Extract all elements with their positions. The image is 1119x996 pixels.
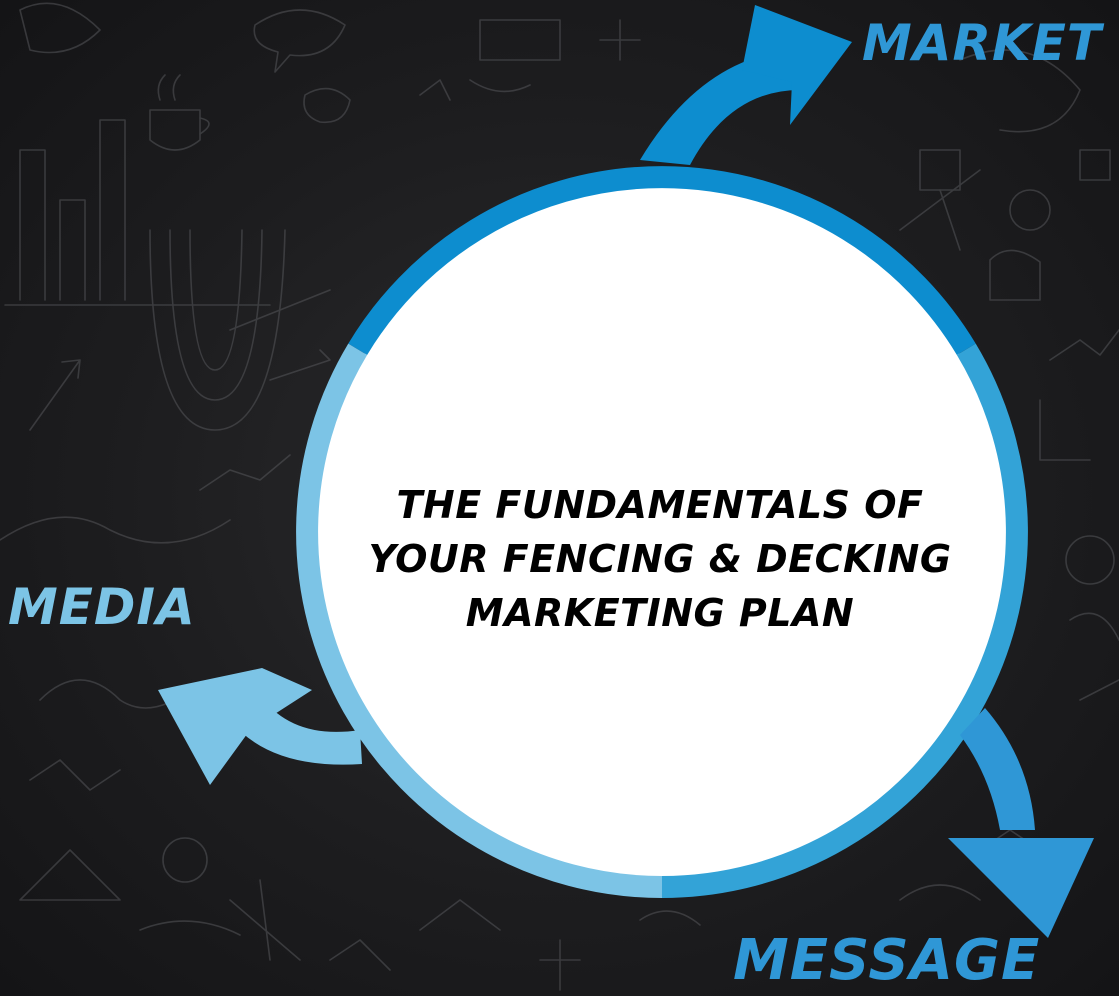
ring-segment-media bbox=[296, 343, 663, 898]
ring-segment-message bbox=[661, 343, 1028, 898]
center-circle bbox=[315, 185, 1009, 879]
center-title-line-2: YOUR FENCING & DECKING bbox=[368, 537, 952, 581]
media-label: MEDIA bbox=[8, 578, 196, 636]
center-title-line-3: MARKETING PLAN bbox=[465, 591, 855, 635]
market-label: MARKET bbox=[862, 14, 1102, 72]
message-arrow bbox=[948, 708, 1094, 938]
media-arrow bbox=[158, 668, 362, 785]
market-arrow bbox=[640, 5, 852, 165]
ring-segment-market bbox=[348, 166, 976, 355]
center-title-line-1: THE FUNDAMENTALS OF bbox=[396, 483, 924, 527]
message-label: MESSAGE bbox=[733, 928, 1041, 993]
center-title: THE FUNDAMENTALS OF YOUR FENCING & DECKI… bbox=[330, 478, 990, 640]
